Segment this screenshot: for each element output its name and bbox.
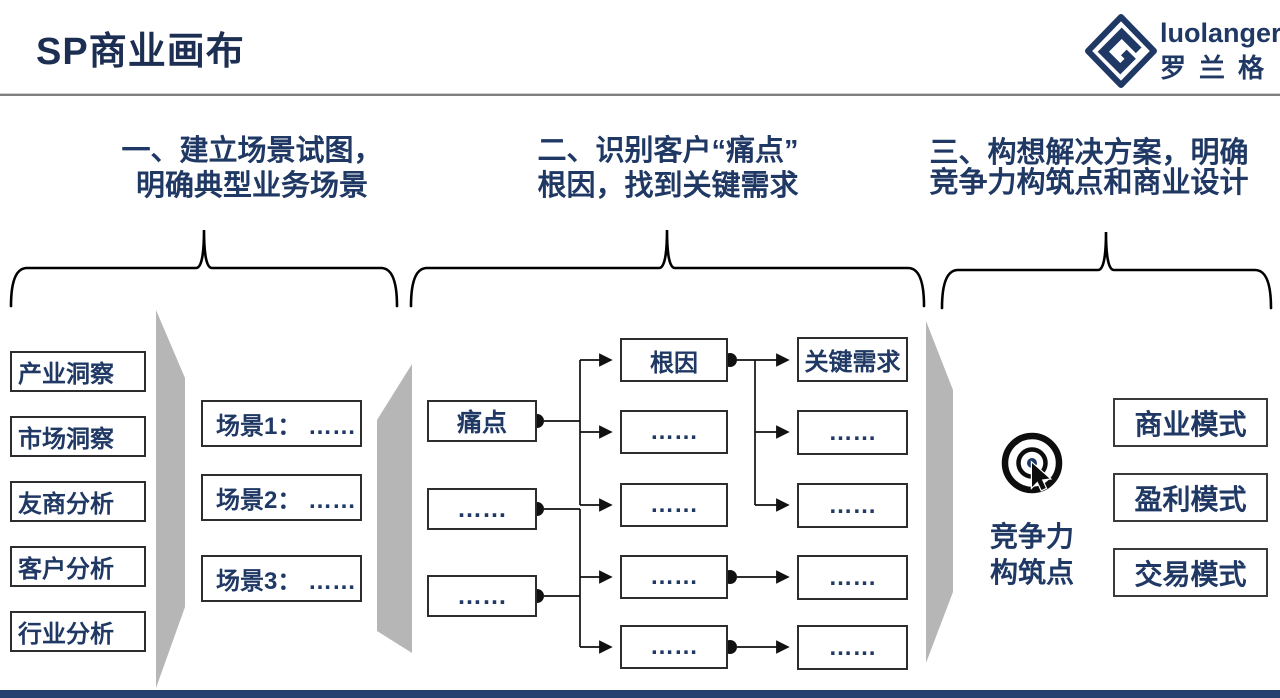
business-model-box: 商业模式 (1113, 398, 1268, 447)
box-label: 友商分析 (18, 491, 114, 518)
analysis-box-industry-analysis: 行业分析 (10, 611, 146, 652)
profit-model-box: 盈利模式 (1113, 473, 1268, 522)
box-label: 盈利模式 (1134, 483, 1247, 515)
pain-point-box: 痛点 (427, 400, 537, 442)
box-label: 痛点 (456, 409, 507, 437)
key-need-box-ellipsis-3: …… (797, 555, 908, 600)
section-2-header: 二、识别客户“痛点” 根因，找到关键需求 (498, 134, 838, 204)
competitive-line1: 竞争力 (989, 521, 1074, 552)
box-label: …… (828, 418, 877, 446)
analysis-box-market-insight: 市场洞察 (10, 416, 146, 457)
key-need-box-ellipsis-4: …… (797, 625, 908, 670)
competitive-line2: 构筑点 (989, 557, 1074, 588)
box-label: 商业模式 (1134, 408, 1247, 440)
slide-footer-bar (0, 690, 1280, 698)
box-label: 关键需求 (804, 349, 901, 376)
section-2-line1: 二、识别客户“痛点” (537, 135, 799, 167)
box-label: …… (650, 633, 698, 660)
stage-shape-1 (156, 310, 185, 688)
box-label: …… (650, 418, 698, 445)
transaction-model-box: 交易模式 (1113, 548, 1268, 597)
brace-3 (940, 231, 1273, 310)
analysis-box-competitor-analysis: 友商分析 (10, 481, 146, 522)
logo-diamond-icon (1085, 14, 1157, 88)
box-label: 场景2： …… (216, 487, 357, 514)
pain-point-box-ellipsis-2: …… (427, 575, 537, 617)
root-cause-box-ellipsis-4: …… (620, 625, 728, 669)
box-label: …… (828, 491, 877, 519)
box-label: …… (650, 563, 698, 590)
section-3-line2: 竞争力构筑点和商业设计 (929, 167, 1249, 199)
pain-point-box-ellipsis-1: …… (427, 488, 537, 530)
section-3-line1: 三、构想解决方案，明确 (929, 137, 1249, 169)
logo-name: luolanger (1160, 18, 1280, 48)
box-label: …… (457, 581, 507, 610)
section-1-header: 一、建立场景试图， 明确典型业务场景 (90, 134, 414, 204)
box-label: 场景3： …… (216, 568, 357, 595)
root-cause-box-ellipsis-3: …… (620, 555, 728, 599)
section-3-header: 三、构想解决方案，明确 竞争力构筑点和商业设计 (898, 138, 1280, 198)
logo (1083, 12, 1273, 90)
box-label: 根因 (650, 349, 698, 377)
section-1-line2: 明确典型业务场景 (135, 170, 368, 202)
stage-shape-3 (926, 321, 953, 663)
analysis-box-customer-analysis: 客户分析 (10, 546, 146, 587)
root-cause-box-ellipsis-2: …… (620, 483, 728, 527)
key-need-box-ellipsis-2: …… (797, 483, 908, 528)
title-divider-shadow (0, 94, 1280, 96)
section-2-line2: 根因，找到关键需求 (537, 170, 799, 202)
title-divider (0, 93, 1280, 94)
key-need-box-ellipsis-1: …… (797, 410, 908, 455)
competitive-point-label: 竞争力 构筑点 (970, 519, 1094, 591)
stage-shape-2 (377, 364, 412, 653)
box-label: …… (828, 563, 877, 591)
root-cause-box: 根因 (620, 338, 728, 382)
box-label: 行业分析 (18, 621, 114, 648)
box-label: …… (457, 494, 507, 523)
box-label: 客户分析 (18, 556, 114, 583)
brace-2 (409, 229, 926, 308)
root-cause-box-ellipsis-1: …… (620, 410, 728, 454)
target-cursor-icon (1001, 432, 1063, 494)
brace-1 (9, 229, 399, 308)
logo-cn-name: 罗兰格 (1160, 53, 1278, 83)
scenario-box-1: 场景1： …… (201, 400, 362, 447)
scenario-box-3: 场景3： …… (201, 555, 362, 602)
box-label: 场景1： …… (216, 413, 357, 440)
scenario-box-2: 场景2： …… (201, 474, 362, 521)
box-label: …… (828, 633, 877, 661)
box-label: 市场洞察 (18, 426, 114, 453)
box-label: 产业洞察 (18, 361, 114, 388)
box-label: 交易模式 (1134, 558, 1247, 590)
box-label: …… (650, 491, 698, 518)
analysis-box-industry-insight: 产业洞察 (10, 351, 146, 392)
section-1-line1: 一、建立场景试图， (121, 135, 383, 167)
key-need-box: 关键需求 (797, 337, 908, 382)
brace-group (9, 229, 1273, 310)
page-title: SP商业画布 (36, 31, 245, 73)
